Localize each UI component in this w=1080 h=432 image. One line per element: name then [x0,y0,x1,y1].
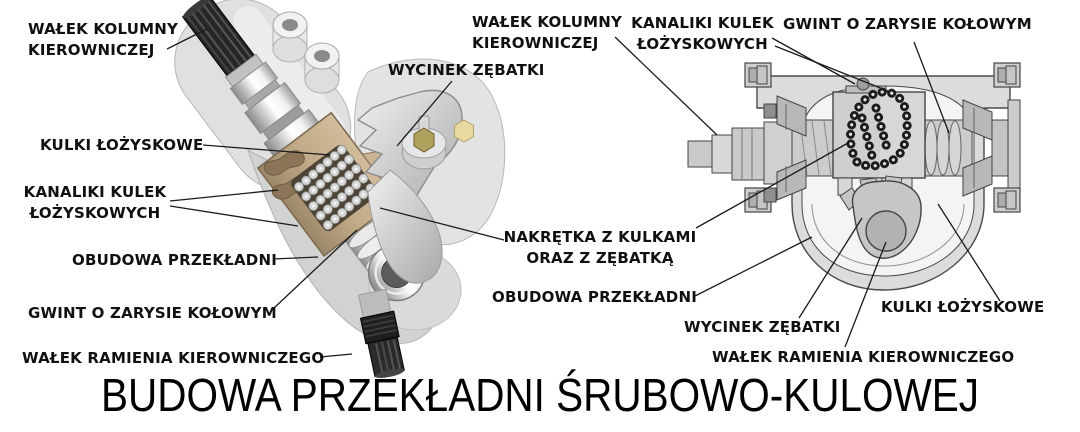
bearing-collar-rings-3d [224,53,328,168]
side-cover-section [1007,99,1021,189]
sector-gear-3d [356,89,474,284]
leader-gwint-right [913,41,950,134]
sector-gear-section [839,175,922,259]
label-gear-sector-right-view: WYCINEK ZĘBATKI [684,318,841,336]
leader-walek-kolumny-left [166,28,208,50]
housing-inner-wall-line [811,203,965,267]
bearing-balls-3d [291,144,376,233]
leader-lines [166,28,1001,358]
leader-nakretka-to-right-view [695,142,849,229]
label-bearing-balls-left: KULKI ŁOŻYSKOWE [40,136,204,154]
ball-screw-gear-3d-view [174,0,506,378]
bearing-balls-section [846,87,912,171]
input-shaft-section [687,103,793,203]
label-pitman-arm-shaft-left: WAŁEK RAMIENIA KIEROWNICZEGO [22,349,325,367]
flange-bolt-bottom-right [993,187,1021,213]
pale-hex-plug-3d [454,119,474,143]
pitman-shaft-section [865,210,907,252]
label-pitman-arm-shaft-right: WAŁEK RAMIENIA KIEROWNICZEGO [712,348,1015,366]
label-steering-column-shaft-right: WAŁEK KOLUMNY KIEROWNICZEJ [472,13,623,52]
pitman-arm-shaft-3d [358,288,405,378]
label-circular-thread-left: GWINT O ZARYSIE KOŁOWYM [28,304,277,322]
label-gear-housing-right: OBUDOWA PRZEKŁADNI [492,288,697,306]
flange-bolt-top-right [993,62,1021,88]
leader-obudowa-right [694,236,813,297]
leader-nakretka-to-left-view [379,207,505,241]
leader-kulki-left [202,144,331,156]
leader-walek-kolumny-right [614,36,718,136]
ball-nut-section [832,77,926,196]
label-ball-channels-left: KANALIKI KULEK ŁOŻYSKOWYCH [23,183,167,222]
right-bearing-section [962,99,993,197]
flange-bolt-top-left [744,62,772,88]
leader-kanaliki-left-1 [169,189,279,202]
leader-walek-ramienia-right [844,241,887,348]
label-ball-channels-right: KANALIKI KULEK ŁOŻYSKOWYCH [631,14,774,53]
mounting-boss-2 [304,42,340,94]
page-title: BUDOWA PRZEKŁADNI ŚRUBOWO-KULOWEJ [101,369,979,421]
label-steering-column-shaft-left: WAŁEK KOLUMNY KIEROWNICZEJ [28,20,179,59]
leader-wycinek-left-view [396,80,453,147]
leader-walek-ramienia-left [319,353,353,358]
leader-kanaliki-right-2 [774,45,889,92]
leader-kanaliki-left-2 [169,205,299,227]
label-bearing-balls-right: KULKI ŁOŻYSKOWE [881,298,1045,316]
steering-column-shaft-3d [181,0,256,77]
label-gear-sector-left-view: WYCINEK ZĘBATKI [388,61,545,79]
sector-shaft-bell-3d [367,169,443,284]
brass-adjuster-nut-3d [413,127,435,153]
mounting-boss-1 [272,11,308,63]
label-gear-housing-left: OBUDOWA PRZEKŁADNI [72,251,277,269]
label-ball-nut-with-rack: NAKRĘTKA Z KULKAMI ORAZ Z ZĘBATKĄ [503,228,697,267]
label-circular-thread-right: GWINT O ZARYSIE KOŁOWYM [783,15,1032,33]
ball-channel-groove-1 [263,150,305,176]
left-bearing-section [776,95,807,201]
leader-kulki-right [937,203,1001,302]
leader-obudowa-left [272,256,319,260]
ball-screw-gear-section-view [687,62,1021,291]
leader-wycinek-right-view [798,217,863,319]
leader-gwint-left [273,229,358,309]
